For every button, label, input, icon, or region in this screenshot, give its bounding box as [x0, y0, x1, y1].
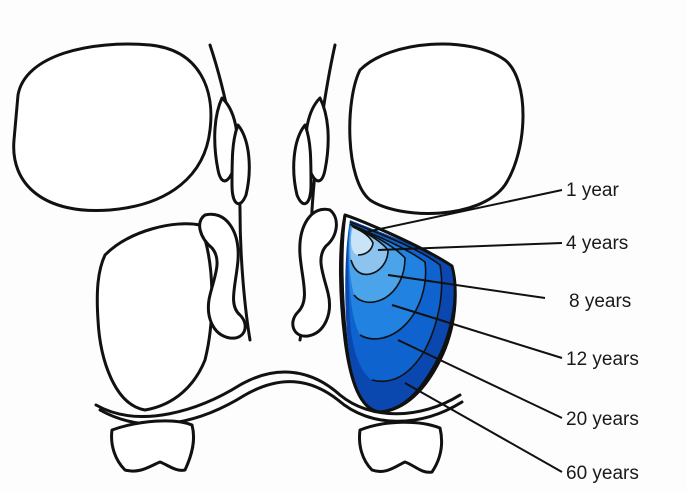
label-60-years: 60 years — [566, 464, 639, 483]
left-ethmoid-inner — [232, 125, 249, 204]
left-tooth — [112, 421, 194, 471]
label-12-years: 12 years — [566, 350, 639, 369]
left-orbit — [14, 44, 211, 210]
label-8-years: 8 years — [569, 292, 631, 311]
right-orbit — [350, 44, 523, 214]
right-ethmoid-inner — [294, 125, 311, 204]
left-maxillary-sinus — [97, 224, 212, 410]
label-1-year: 1 year — [566, 181, 619, 200]
right-tooth — [360, 422, 442, 472]
right-turbinate — [293, 209, 337, 336]
label-4-years: 4 years — [566, 234, 628, 253]
label-20-years: 20 years — [566, 410, 639, 429]
